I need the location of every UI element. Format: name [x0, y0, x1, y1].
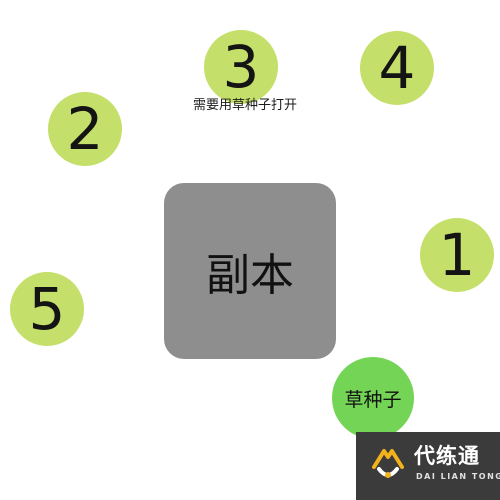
- map-node-2-label: 2: [66, 95, 104, 163]
- unlock-hint-text: 需要用草种子打开: [192, 98, 297, 113]
- map-node-5[interactable]: 5: [10, 272, 84, 346]
- watermark-logo: 代练通 DAI LIAN TONG: [356, 432, 500, 500]
- dungeon-button[interactable]: 副本: [164, 183, 336, 359]
- watermark-subtitle: DAI LIAN TONG: [416, 472, 500, 481]
- map-node-3-label: 3: [222, 33, 260, 101]
- watermark-title: 代练通: [414, 444, 480, 468]
- dungeon-label: 副本: [206, 250, 294, 301]
- map-node-1-label: 1: [438, 221, 476, 289]
- grass-seed-label: 草种子: [344, 388, 402, 411]
- map-node-2[interactable]: 2: [48, 92, 122, 166]
- hand-shield-icon: [372, 449, 404, 478]
- map-node-4[interactable]: 4: [360, 31, 434, 105]
- map-node-4-label: 4: [378, 34, 416, 102]
- map-node-5-label: 5: [28, 275, 66, 343]
- grass-seed-item[interactable]: 草种子: [332, 357, 414, 439]
- map-node-1[interactable]: 1: [420, 218, 494, 292]
- map-node-3[interactable]: 3: [204, 30, 278, 104]
